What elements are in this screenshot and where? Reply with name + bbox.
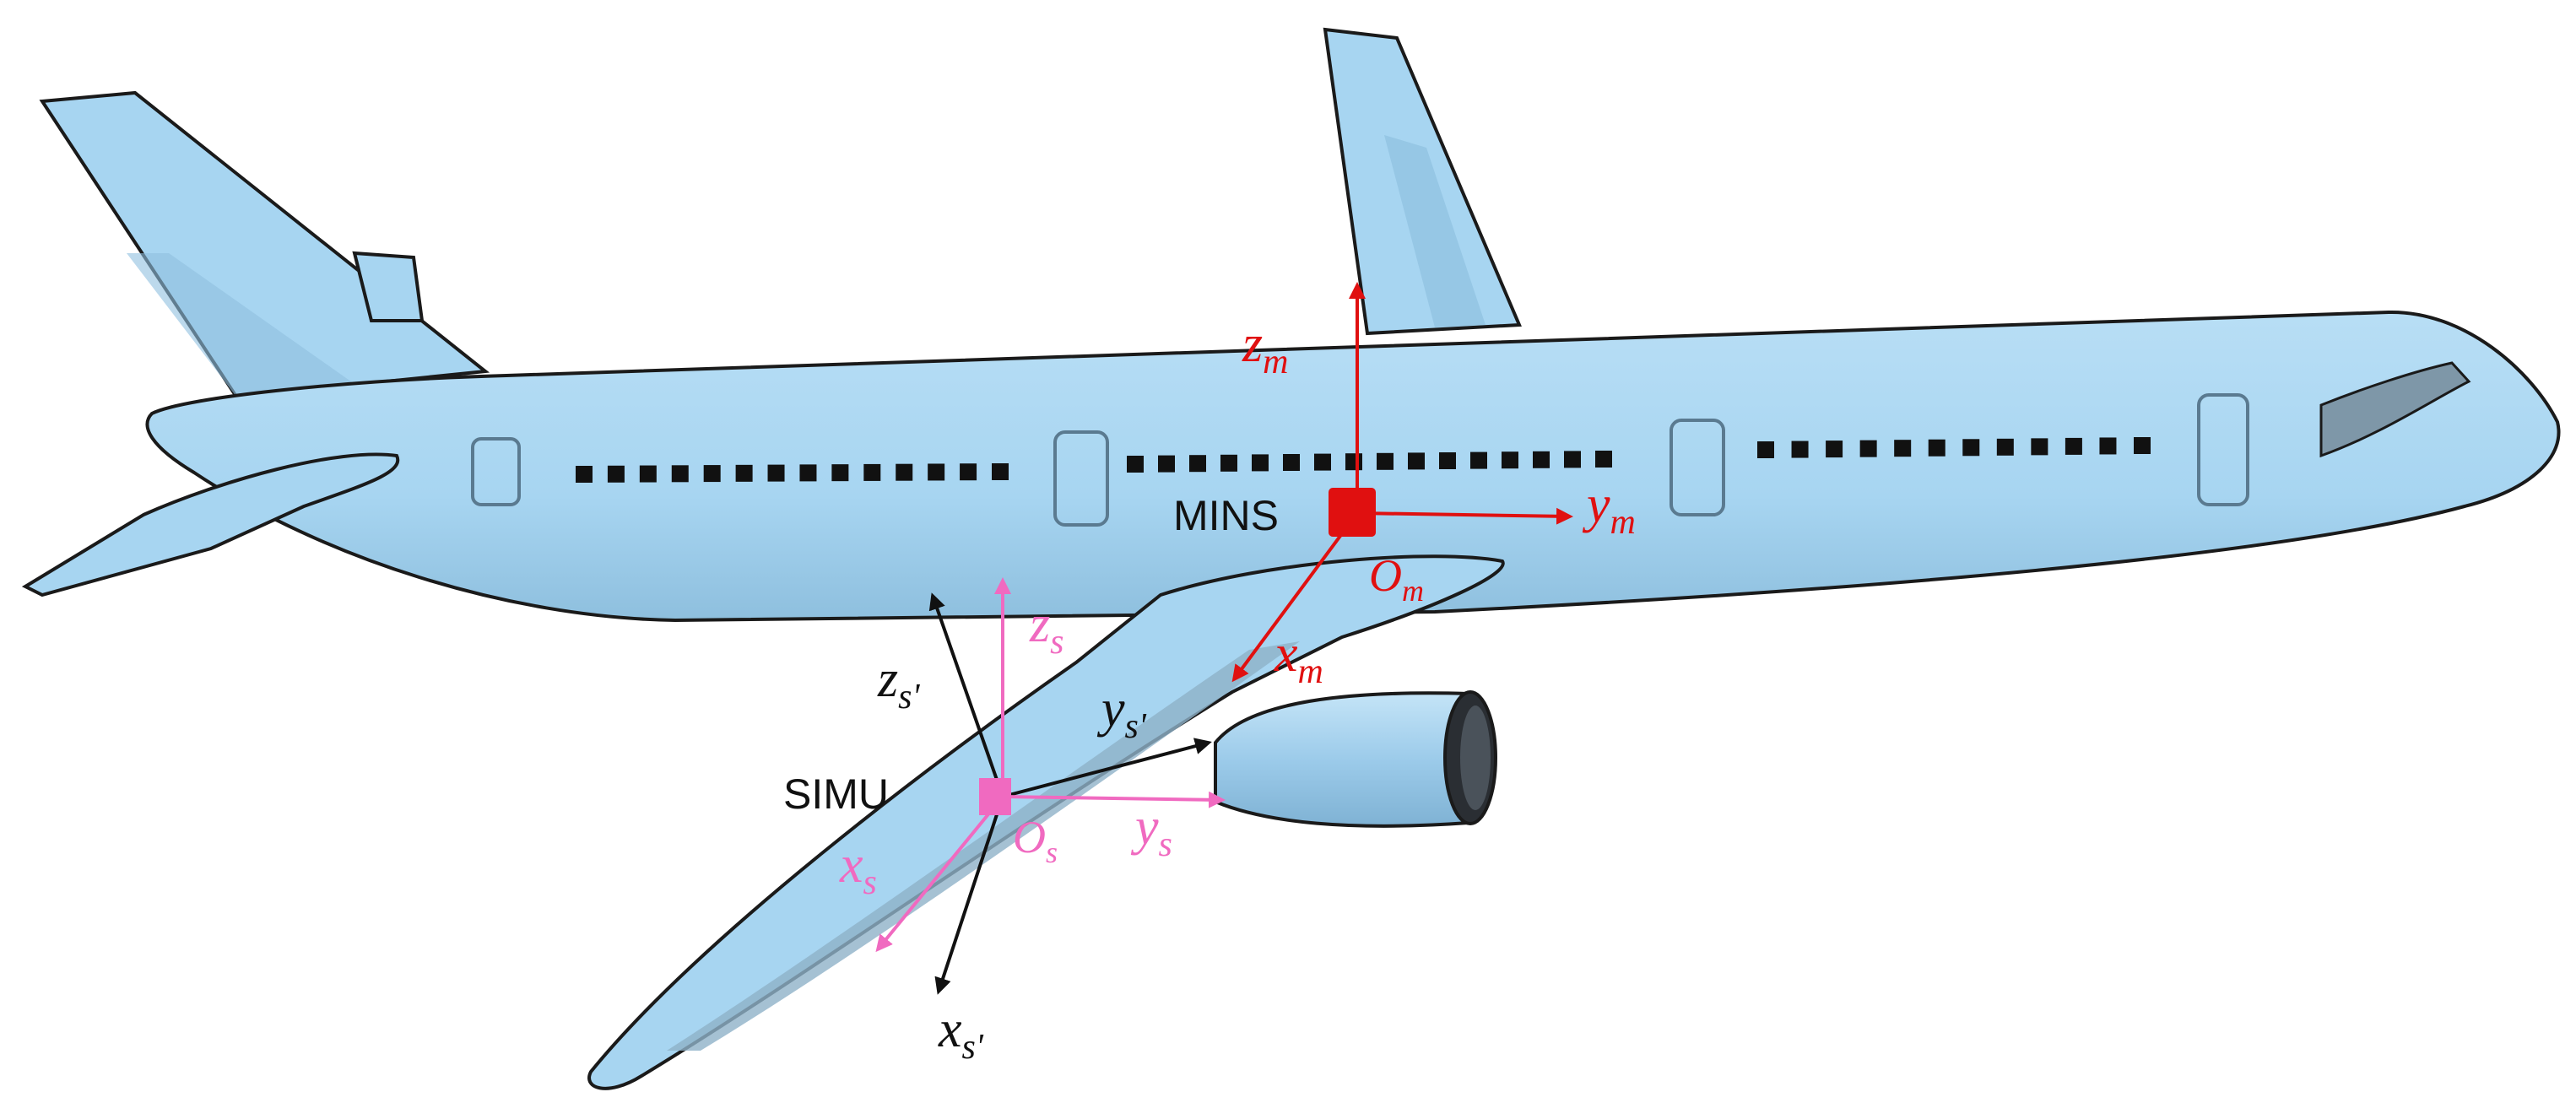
cabin-windows — [576, 437, 2151, 483]
tail-fin-shade — [127, 253, 354, 397]
cabin-window — [703, 465, 721, 483]
near-wing-flap — [667, 641, 1300, 1051]
cabin-window — [1283, 454, 1300, 471]
xs-axis — [875, 795, 1004, 953]
ys-label: ys — [1130, 798, 1172, 864]
cabin-window — [671, 465, 689, 483]
cabin-window — [2134, 437, 2151, 454]
os-label: Os — [1013, 812, 1058, 869]
cabin-window — [1158, 455, 1175, 473]
cabin-window — [735, 464, 753, 482]
zs-prime-axis — [928, 592, 1004, 797]
far-tail-stub — [352, 251, 425, 322]
xs-prime-axis — [934, 796, 1004, 995]
zm-label: zm — [1242, 316, 1288, 381]
cabin-window — [767, 464, 785, 482]
cabin-window — [1439, 452, 1456, 469]
cabin-window — [2031, 438, 2048, 456]
cabin-window — [896, 463, 913, 481]
cabin-window — [1928, 439, 1946, 457]
cabin-window — [1791, 441, 1809, 458]
simu-prime-frame — [928, 592, 1212, 995]
cabin-window — [799, 464, 817, 482]
simu-frame — [875, 577, 1226, 953]
cabin-window — [1962, 439, 1980, 457]
cockpit-window — [2319, 361, 2471, 458]
cabin-window — [1127, 456, 1144, 473]
cabin-window — [1470, 451, 1487, 469]
cabin-window — [607, 465, 625, 483]
zs-prime-label: zs' — [877, 651, 920, 716]
cabin-window — [1595, 451, 1612, 468]
cabin-window — [1220, 454, 1237, 472]
cabin-window — [1996, 438, 2014, 456]
ym-label: ym — [1582, 476, 1636, 542]
cabin-window — [1533, 451, 1550, 468]
cabin-window — [1826, 441, 1843, 458]
simu-label: SIMU — [783, 770, 889, 818]
mins-frame — [1231, 282, 1573, 683]
far-wing-shade — [1384, 135, 1486, 327]
cabin-window — [1757, 441, 1774, 458]
ys-prime-axis — [1002, 738, 1212, 798]
cabin-window — [1345, 453, 1362, 471]
cabin-window — [1502, 451, 1518, 469]
cabin-window — [1377, 452, 1394, 470]
door-mid-right — [1670, 419, 1725, 516]
mins-sensor-box — [1329, 488, 1376, 537]
cabin-window — [831, 464, 849, 482]
mins-label: MINS — [1173, 492, 1279, 539]
door-mid-left — [1053, 430, 1109, 527]
cabin-window — [1564, 451, 1581, 468]
xm-label: xm — [1274, 625, 1323, 691]
cabin-window — [1314, 453, 1331, 471]
cabin-window — [576, 466, 593, 483]
cabin-window — [639, 465, 657, 483]
ys-axis — [1002, 791, 1226, 808]
door-rear — [471, 437, 521, 506]
cabin-window — [863, 463, 881, 481]
cabin-window — [2099, 437, 2117, 455]
cabin-window — [928, 463, 945, 481]
om-label: Om — [1369, 550, 1424, 608]
zs-label: zs — [1029, 596, 1064, 662]
cabin-window — [2065, 437, 2082, 455]
xm-axis — [1231, 511, 1359, 683]
ym-axis — [1356, 507, 1573, 525]
cabin-window — [1252, 454, 1269, 472]
xs-label: xs — [839, 836, 877, 902]
horizontal-stabilizer — [21, 452, 400, 597]
cabin-window — [1894, 440, 1912, 457]
xs-prime-label: xs' — [938, 1001, 984, 1067]
engine-intake-rim — [1460, 705, 1491, 810]
door-front — [2197, 393, 2249, 506]
cabin-window — [1408, 452, 1425, 470]
cabin-window — [1189, 455, 1206, 473]
cabin-window — [960, 463, 977, 481]
ys-prime-label: ys' — [1096, 680, 1147, 746]
cabin-window — [992, 463, 1009, 480]
simu-sensor-box — [979, 778, 1011, 815]
cabin-window — [1859, 440, 1877, 457]
